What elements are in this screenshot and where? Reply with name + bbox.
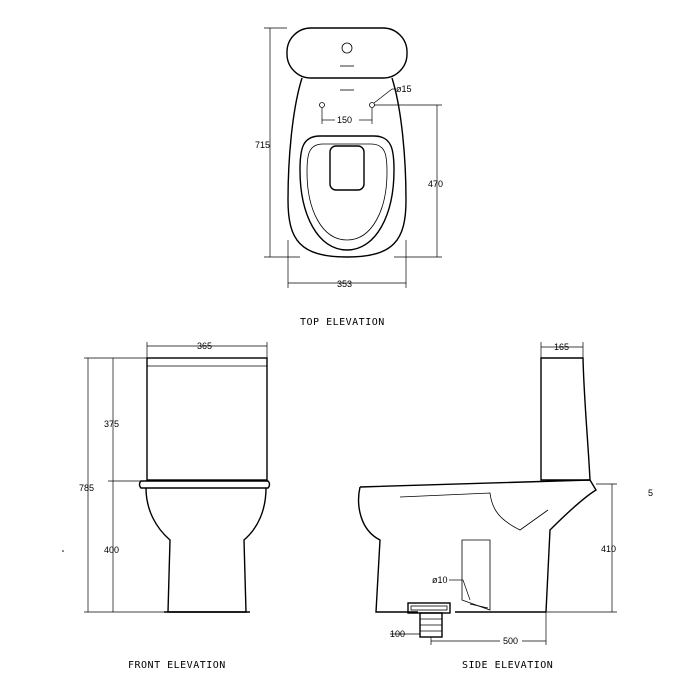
side-elevation-view: 165 410 5 ø10 100 500 SIDE ELEVATION xyxy=(357,342,653,671)
front-elevation-view: 365 375 785 400 FRONT ELEVATION xyxy=(79,341,271,671)
side-trap-floor xyxy=(469,603,489,609)
seat-inner xyxy=(306,143,388,241)
mount-hole-left xyxy=(319,102,325,108)
dim-hole-spacing: 150 xyxy=(337,115,352,125)
top-elevation-title: TOP ELEVATION xyxy=(300,317,385,328)
top-elevation-view: 150 ø15 715 470 353 TOP ELEVATION xyxy=(255,27,443,328)
dim-front-tank-height: 375 xyxy=(104,419,119,429)
dim-side-outlet-height: 100 xyxy=(390,629,405,639)
dim-hole-diameter: ø15 xyxy=(396,84,412,94)
side-bowl-front xyxy=(357,486,418,613)
dim-side-tank-depth: 165 xyxy=(554,342,569,352)
front-bowl-rim xyxy=(138,480,271,489)
side-elevation-title: SIDE ELEVATION xyxy=(462,660,553,671)
front-elevation-title: FRONT ELEVATION xyxy=(128,660,226,671)
front-tank-outline xyxy=(146,357,268,481)
side-tank-outline xyxy=(540,357,591,481)
dim-front-bowl-height: 400 xyxy=(104,545,119,555)
mount-hole-right xyxy=(369,102,375,108)
dim-top-width: 353 xyxy=(337,279,352,289)
dim-top-overall-length: 715 xyxy=(255,140,270,150)
side-trapway xyxy=(461,539,491,611)
top-tank-outline xyxy=(286,27,408,79)
dim-side-seat-height: 410 xyxy=(601,544,616,554)
dim-side-outlet-offset: 500 xyxy=(503,636,518,646)
side-bowl-inner xyxy=(399,492,549,531)
water-opening xyxy=(329,145,365,191)
stray-dot xyxy=(62,550,64,552)
flush-button xyxy=(341,42,353,54)
dim-front-overall-height: 785 xyxy=(79,483,94,493)
outlet-connector-inner xyxy=(410,605,448,611)
top-bowl-outline xyxy=(287,77,407,258)
front-bowl-body xyxy=(145,487,267,613)
dim-side-outlet-diameter: ø10 xyxy=(432,575,448,585)
side-stray-label: 5 xyxy=(648,488,653,498)
seat-outer xyxy=(299,135,395,251)
side-bowl-top xyxy=(359,479,597,613)
dim-top-bowl-length: 470 xyxy=(428,179,443,189)
dim-front-tank-width: 365 xyxy=(197,341,212,351)
